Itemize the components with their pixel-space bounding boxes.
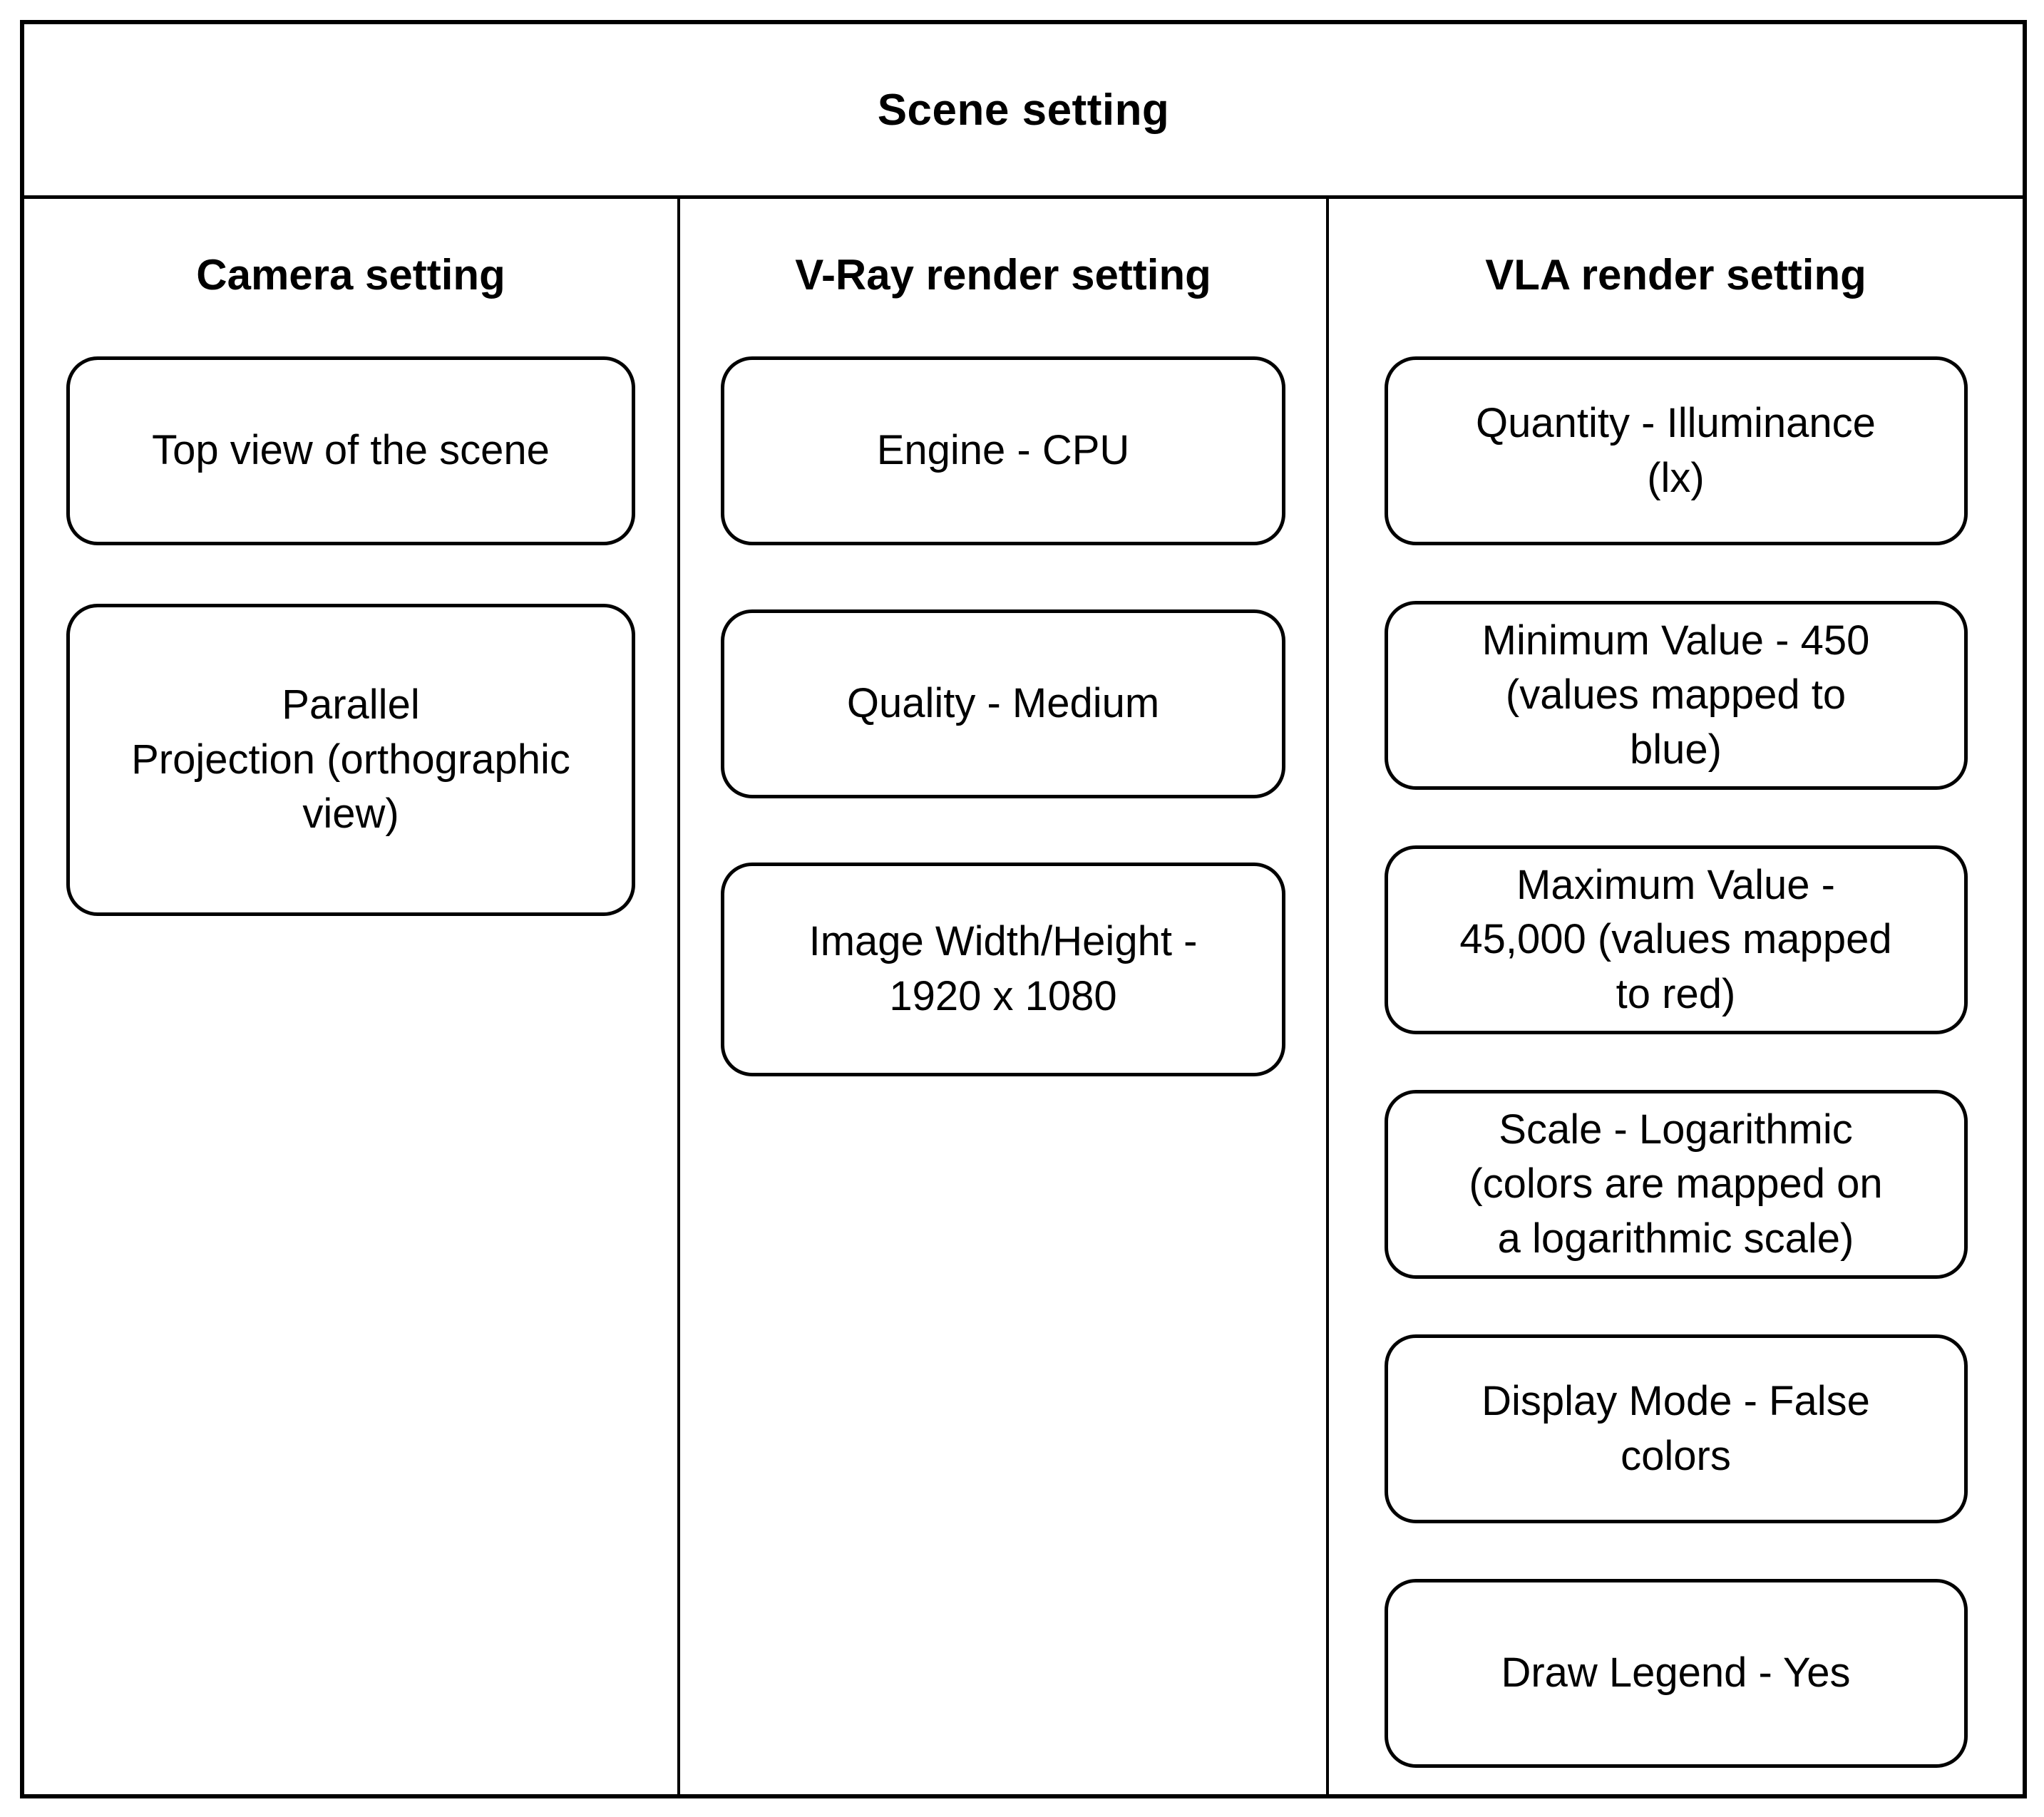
vla-render-setting-boxes: Quantity - Illuminance (lx) Minimum Valu… [1384, 356, 1968, 1768]
title-bar: Scene setting [24, 24, 2023, 199]
box-image-width-height: Image Width/Height - 1920 x 1080 [721, 863, 1285, 1076]
column-vray-render-setting: V-Ray render setting Engine - CPU Qualit… [677, 199, 1326, 1794]
box-draw-legend-yes: Draw Legend - Yes [1384, 1579, 1968, 1768]
box-maximum-value: Maximum Value - 45,000 (values mapped to… [1384, 845, 1968, 1034]
box-engine-cpu: Engine - CPU [721, 356, 1285, 545]
vray-render-setting-header: V-Ray render setting [795, 251, 1211, 299]
camera-setting-boxes: Top view of the scene Parallel Projectio… [66, 356, 635, 916]
column-camera-setting: Camera setting Top view of the scene Par… [24, 199, 677, 1794]
camera-setting-header: Camera setting [196, 251, 505, 299]
columns-container: Camera setting Top view of the scene Par… [24, 199, 2023, 1794]
page-title: Scene setting [877, 85, 1170, 135]
box-quantity-illuminance: Quantity - Illuminance (lx) [1384, 356, 1968, 545]
column-vla-render-setting: VLA render setting Quantity - Illuminanc… [1326, 199, 2023, 1794]
box-minimum-value: Minimum Value - 450 (values mapped to bl… [1384, 601, 1968, 790]
vray-render-setting-boxes: Engine - CPU Quality - Medium Image Widt… [721, 356, 1285, 1076]
box-parallel-projection: Parallel Projection (orthographic view) [66, 604, 635, 916]
box-scale-logarithmic: Scale - Logarithmic (colors are mapped o… [1384, 1090, 1968, 1279]
box-top-view-of-scene: Top view of the scene [66, 356, 635, 545]
box-quality-medium: Quality - Medium [721, 609, 1285, 798]
vla-render-setting-header: VLA render setting [1485, 251, 1866, 299]
box-display-mode-false-colors: Display Mode - False colors [1384, 1334, 1968, 1523]
diagram-frame: Scene setting Camera setting Top view of… [20, 20, 2027, 1798]
